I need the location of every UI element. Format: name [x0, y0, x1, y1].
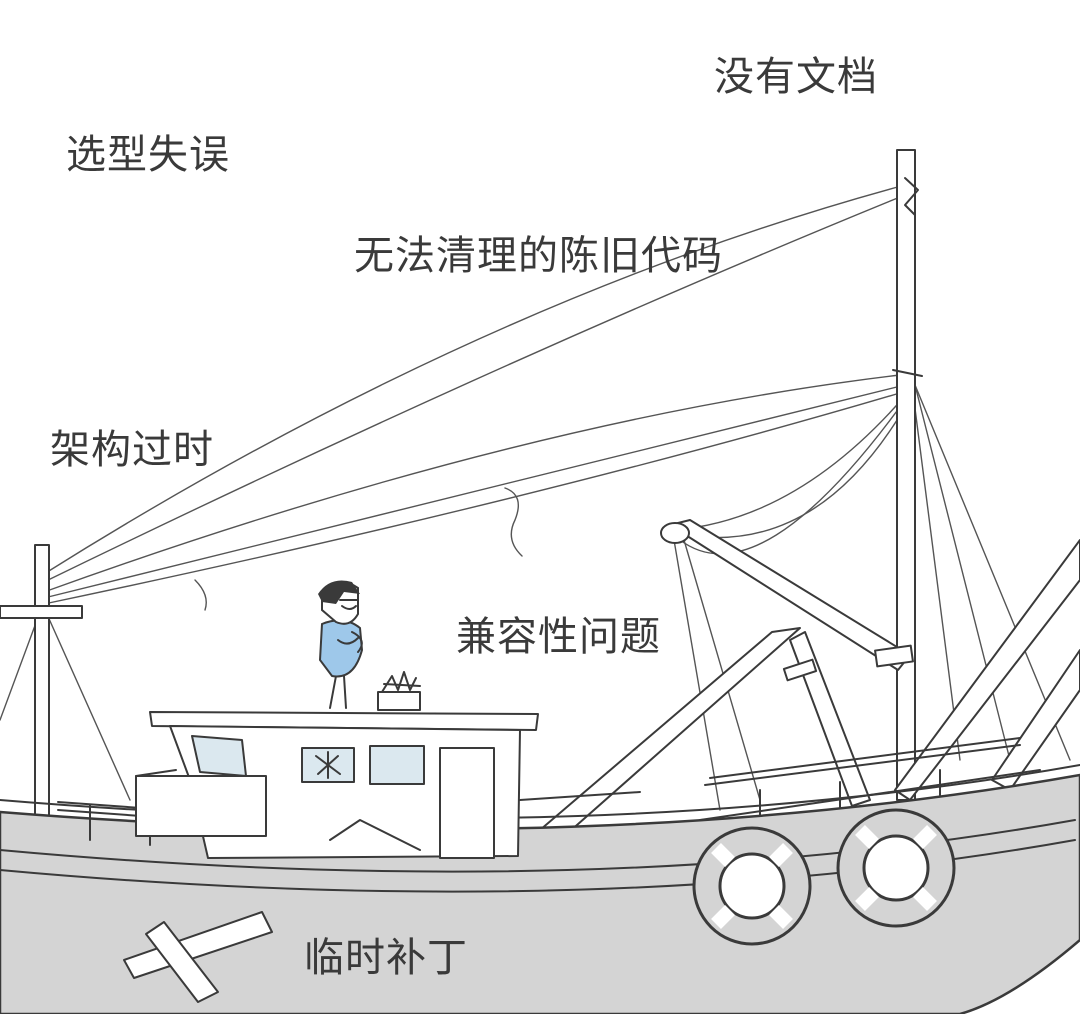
label-outdated-architecture: 架构过时	[50, 427, 214, 473]
cabin	[135, 711, 539, 859]
life-ring-right	[836, 808, 956, 928]
label-bad-technology-choice: 选型失误	[66, 132, 230, 178]
person-figure	[318, 580, 364, 709]
bow-spars	[539, 539, 1080, 841]
label-temporary-patch: 临时补丁	[304, 935, 468, 981]
toolbox	[377, 671, 421, 711]
tape-patch	[123, 911, 273, 1003]
main-mast	[892, 149, 923, 801]
label-legacy-code: 无法清理的陈旧代码	[354, 233, 723, 279]
boom-arm	[660, 519, 914, 671]
rigging-lines	[0, 184, 1071, 811]
stern-mast	[0, 544, 83, 821]
label-no-documentation: 没有文档	[714, 54, 878, 100]
label-compatibility-issues: 兼容性问题	[456, 614, 661, 660]
life-ring-left	[692, 826, 812, 946]
